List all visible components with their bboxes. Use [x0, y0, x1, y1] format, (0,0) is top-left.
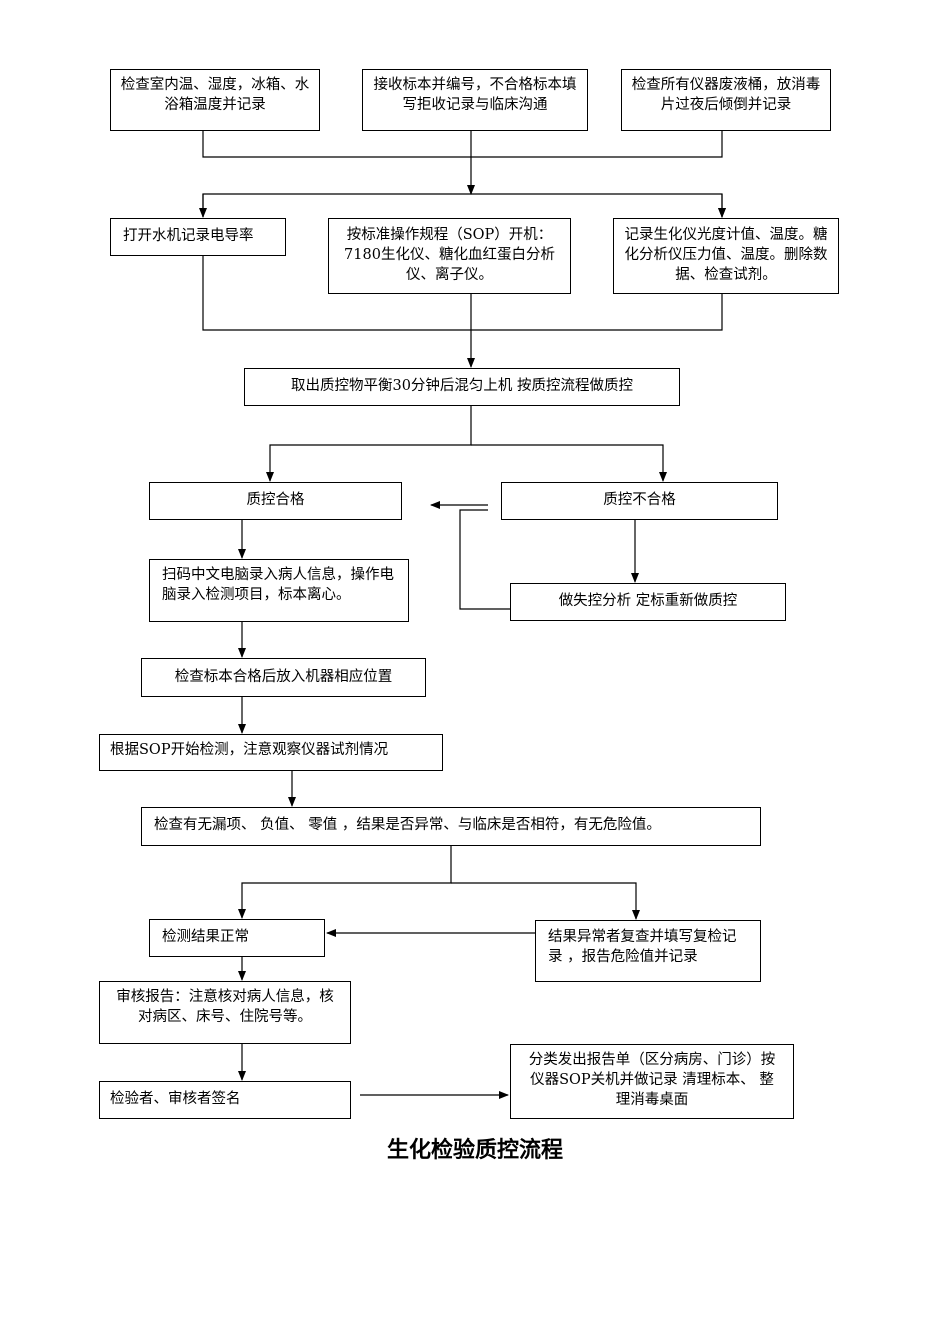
- step-record-params: 记录生化仪光度计值、温度。糖化分析仪压力值、温度。删除数据、检查试剂。: [613, 218, 839, 294]
- step-receive-specimen: 接收标本并编号，不合格标本填写拒收记录与临床沟通: [362, 69, 588, 131]
- page-title: 生化检验质控流程: [386, 1138, 563, 1163]
- step-check-waste: 检查所有仪器废液桶，放消毒片过夜后倾倒并记录: [621, 69, 831, 131]
- step-result-normal: 检测结果正常: [149, 919, 325, 957]
- step-check-specimen: 检查标本合格后放入机器相应位置: [141, 658, 426, 697]
- step-sign: 检验者、审核者签名: [99, 1081, 351, 1119]
- connector-row2-merge: [202, 256, 723, 331]
- connector-results-split: [238, 846, 452, 919]
- connector-qc-split-right: [471, 444, 667, 482]
- step-scan-barcode: 扫码中文电脑录入病人信息，操作电脑录入检测项目，标本离心。: [149, 559, 409, 622]
- connector-split-row2: [202, 193, 726, 218]
- step-sop-startup: 按标准操作规程（SOP）开机：7180生化仪、糖化血红蛋白分析仪、离子仪。: [328, 218, 571, 294]
- step-out-of-control: 做失控分析 定标重新做质控: [510, 583, 786, 621]
- step-qc-pass: 质控合格: [149, 482, 402, 520]
- step-check-temperature: 检查室内温、湿度，冰箱、水浴箱温度并记录: [110, 69, 320, 131]
- connector-qc-split: [266, 406, 472, 482]
- step-check-results: 检查有无漏项、 负值、 零值 ，结果是否异常、与临床是否相符，有无危险值。: [141, 807, 761, 846]
- step-water-machine: 打开水机记录电导率: [110, 218, 286, 256]
- step-qc-material: 取出质控物平衡30分钟后混匀上机 按质控流程做质控: [244, 368, 680, 406]
- step-start-detection: 根据SOP开始检测，注意观察仪器试剂情况: [99, 734, 443, 771]
- connector-fail-loop: [459, 509, 510, 610]
- step-issue-report: 分类发出报告单（区分病房、门诊）按仪器SOP关机并做记录 清理标本、 整理消毒桌…: [510, 1044, 794, 1119]
- step-qc-fail: 质控不合格: [501, 482, 778, 520]
- connector-top-merge: [202, 131, 723, 158]
- step-result-abnormal: 结果异常者复查并填写复检记录 ，报告危险值并记录: [535, 920, 761, 982]
- step-review-report: 审核报告：注意核对病人信息，核对病区、床号、住院号等。: [99, 981, 351, 1044]
- connector-results-split-right: [451, 882, 640, 920]
